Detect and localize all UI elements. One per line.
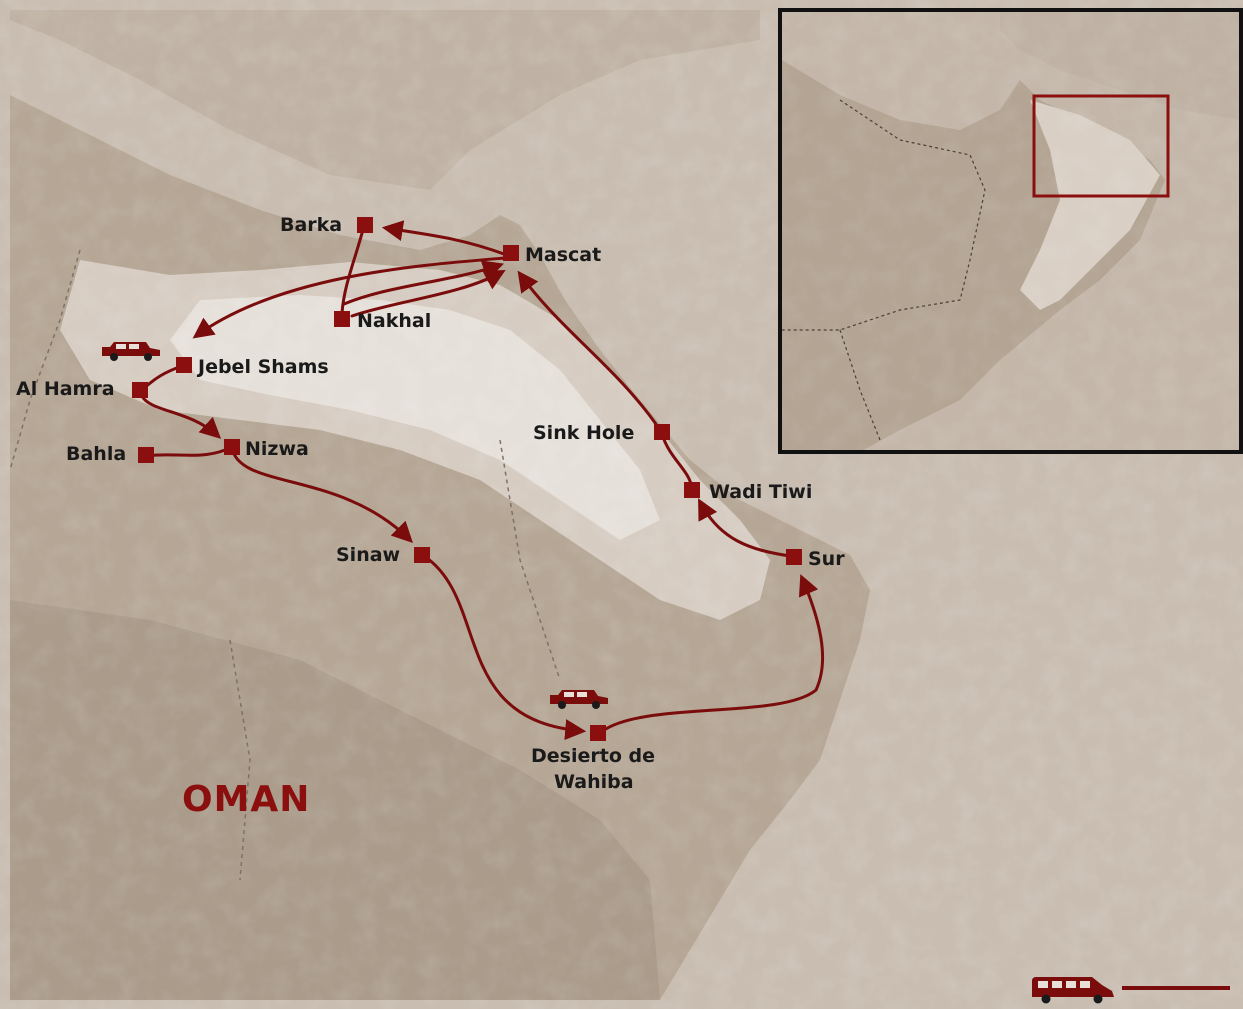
marker-al-hamra[interactable] <box>132 382 148 398</box>
inset-map <box>778 8 1243 454</box>
label-sur: Sur <box>808 548 845 570</box>
inset-border-line <box>782 99 986 331</box>
route-sink-hole-mascat <box>517 270 662 432</box>
marker-sur[interactable] <box>786 549 802 565</box>
label-desierto-line1: Desierto de <box>531 745 655 767</box>
route-lines <box>140 220 825 741</box>
marker-desierto-de-wahiba[interactable] <box>590 725 606 741</box>
label-sink-hole: Sink Hole <box>533 422 634 444</box>
route-nizwa-sinaw <box>230 446 413 543</box>
city-labels: Barka Mascat Nakhal Jebel Shams Al Hamra… <box>16 214 845 793</box>
border-line <box>9 249 81 471</box>
border-line <box>499 439 561 681</box>
label-nizwa: Nizwa <box>245 438 309 460</box>
marker-nakhal[interactable] <box>334 311 350 327</box>
label-al-hamra: Al Hamra <box>16 378 115 400</box>
marker-sinaw[interactable] <box>414 547 430 563</box>
marker-nizwa[interactable] <box>224 439 240 455</box>
route-mascat-jebel-shams <box>192 256 507 339</box>
marker-barka[interactable] <box>357 217 373 233</box>
route-desierto-sur <box>598 574 825 735</box>
route-nizwa-bahla <box>145 448 227 458</box>
route-sinaw-desierto <box>422 554 587 741</box>
marker-wadi-tiwi[interactable] <box>684 482 700 498</box>
marker-jebel-shams[interactable] <box>176 357 192 373</box>
label-bahla: Bahla <box>66 443 126 465</box>
label-desierto-line2: Wahiba <box>554 771 634 793</box>
route-nakhal-mascat-2 <box>350 269 506 318</box>
minibus-icon <box>1032 977 1114 1004</box>
inset-region-highlight <box>1032 94 1170 198</box>
country-label: OMAN <box>182 779 310 820</box>
label-wadi-tiwi: Wadi Tiwi <box>709 481 812 503</box>
label-sinaw: Sinaw <box>336 544 400 566</box>
inset-texture <box>782 12 1241 452</box>
route-sur-wadi-tiwi <box>698 498 792 558</box>
jeep-icon <box>550 690 608 709</box>
route-al-hamra-nizwa <box>140 394 222 439</box>
city-markers <box>132 217 802 741</box>
border-line <box>229 639 251 881</box>
jeep-icon <box>102 342 160 361</box>
route-mascat-barka <box>381 220 506 256</box>
label-nakhal: Nakhal <box>357 310 431 332</box>
marker-bahla[interactable] <box>138 447 154 463</box>
marker-mascat[interactable] <box>503 245 519 261</box>
marker-sink-hole[interactable] <box>654 424 670 440</box>
legend <box>1032 977 1230 1004</box>
label-mascat: Mascat <box>525 244 601 266</box>
inset-frame <box>778 8 1243 454</box>
label-barka: Barka <box>280 214 342 236</box>
label-jebel-shams: Jebel Shams <box>196 356 329 378</box>
